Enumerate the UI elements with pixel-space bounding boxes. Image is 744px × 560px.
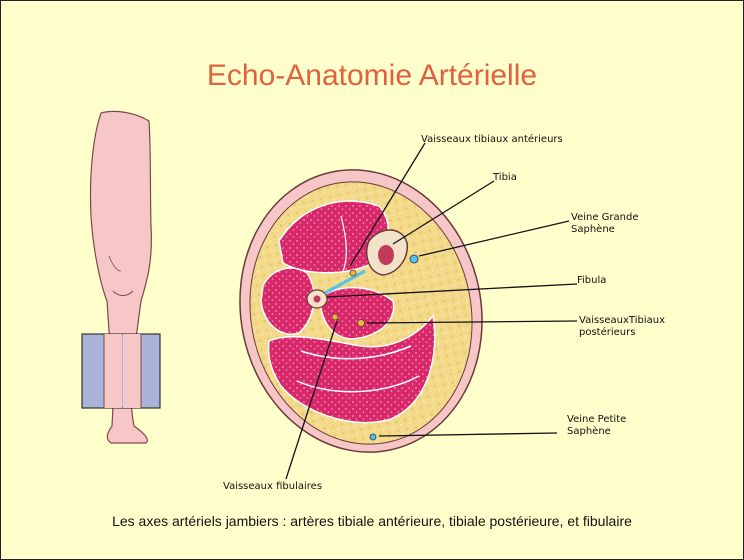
saphenous-vein-small: [370, 434, 376, 440]
label-veine-grande-saphene-line1: Veine Grande: [571, 212, 639, 224]
slide-caption: Les axes artériels jambiers : artères ti…: [1, 513, 743, 529]
leg-cross-section: [214, 147, 508, 475]
posterior-tibial-vessels: [358, 320, 365, 327]
label-veine-petite-saphene-line1: Veine Petite: [567, 414, 626, 426]
label-veine-grande-saphene-line2: Saphène: [571, 224, 615, 236]
label-vaisseaux-tibiaux-posterieurs-line1: VaisseauxTibiaux: [579, 315, 665, 327]
tibia-marrow: [378, 245, 394, 265]
fibular-vessels: [332, 314, 338, 320]
label-veine-petite-saphene-line2: Saphène: [567, 426, 611, 438]
fibula-marrow: [314, 296, 321, 303]
anterior-tibial-vessels: [350, 270, 356, 276]
saphenous-vein-great: [410, 255, 418, 263]
label-fibula: Fibula: [577, 275, 606, 287]
leg-illustration: [82, 111, 160, 443]
label-tibia: Tibia: [493, 172, 517, 184]
label-vaisseaux-tibiaux-posterieurs-line2: postérieurs: [579, 327, 635, 339]
label-vaisseaux-tibiaux-anterieurs: Vaisseaux tibiaux antérieurs: [421, 134, 563, 146]
label-vaisseaux-fibulaires: Vaisseaux fibulaires: [223, 481, 322, 493]
